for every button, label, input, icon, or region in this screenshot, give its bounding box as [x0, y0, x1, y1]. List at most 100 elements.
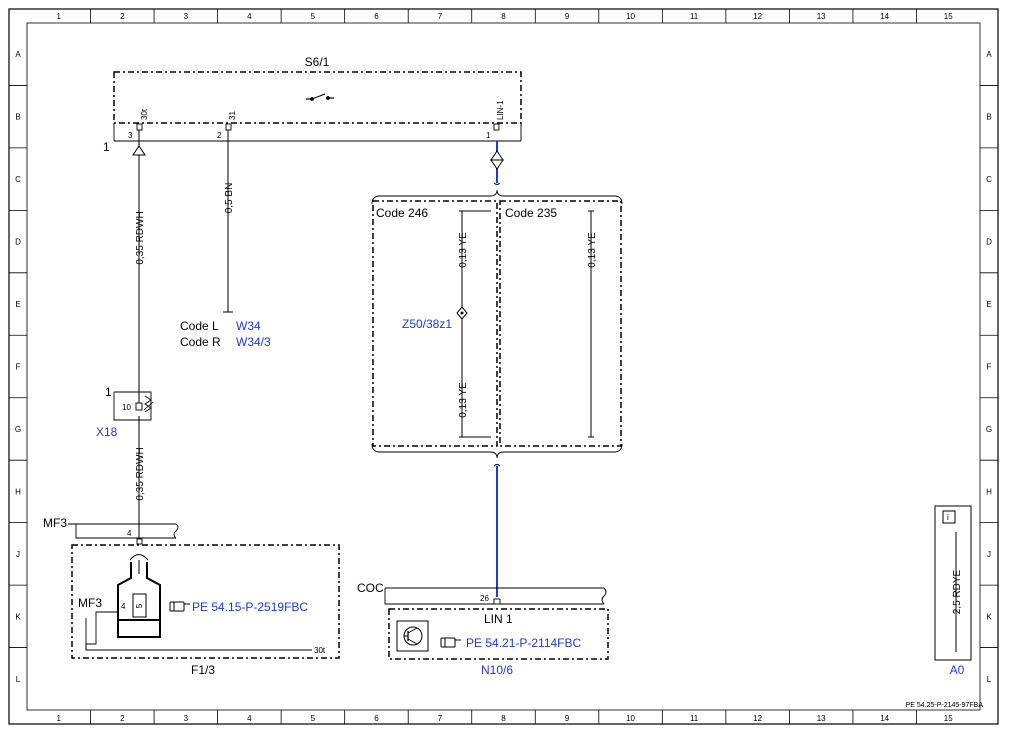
wire-ye-2-label: 0,13 YE [458, 382, 469, 418]
wire-bn-label: 0,5 BN [224, 183, 235, 214]
info-icon[interactable] [942, 510, 956, 524]
grid-column-label: 13 [817, 12, 826, 21]
grid-column-label: 11 [690, 12, 699, 21]
grid-row-label: H [15, 487, 21, 496]
grid-column-label: 5 [311, 714, 316, 723]
wire-bn: 0,5 BN [223, 130, 235, 313]
hand-pointer-icon [440, 637, 461, 648]
s6-1-row-marker: 1 [103, 140, 110, 154]
s6-1-pin-1: 1 LIN-1 [486, 100, 505, 140]
wire-ye-3-label: 0,13 YE [587, 232, 598, 268]
grid-row-label: G [15, 425, 21, 434]
grid-column-label: 12 [753, 12, 762, 21]
f1-3-fuse-num: 4 [121, 602, 126, 611]
f1-3-bus-label: MF3 [43, 516, 67, 530]
grid-row-label: F [16, 363, 21, 372]
info-icon-glyph: i [947, 513, 949, 522]
grid-row-label: L [16, 675, 21, 684]
fuse-icon [132, 593, 147, 618]
grid-row-label: K [986, 612, 992, 621]
s6-1-pin-2: 2 31 [217, 111, 237, 140]
hand-pointer-icon [169, 601, 190, 612]
svg-text:3: 3 [128, 131, 133, 140]
n10-6-label[interactable]: N10/6 [481, 663, 513, 677]
grid-row-label: A [986, 50, 992, 59]
grid-column-label: 12 [753, 714, 762, 723]
control-unit-icon [396, 620, 429, 652]
n10-6-pin: 26 [480, 594, 489, 603]
grid-row-label: D [986, 238, 992, 247]
grid-column-label: 10 [626, 12, 635, 21]
switch-icon [306, 93, 334, 101]
grid-column-label: 3 [184, 714, 189, 723]
svg-text:31: 31 [228, 111, 237, 120]
grid-row-label: H [986, 487, 992, 496]
grid-column-label: 13 [817, 714, 826, 723]
grid-column-label: 6 [374, 12, 379, 21]
grid-row-label: G [986, 425, 992, 434]
s6-1-label: S6/1 [305, 55, 330, 69]
grid-row-label: J [987, 550, 991, 559]
svg-text:30t: 30t [140, 108, 149, 120]
grid-column-label: 15 [944, 12, 953, 21]
grid-column-label: 2 [120, 714, 125, 723]
f1-3-pin: 4 [127, 529, 132, 538]
grid-column-label: 3 [184, 12, 189, 21]
grid-row-label: K [15, 612, 21, 621]
x18-label[interactable]: X18 [96, 425, 118, 439]
code-r-label: Code R [180, 335, 221, 349]
grid-column-label: 11 [690, 714, 699, 723]
grid-row-label: E [986, 300, 991, 309]
component-a0: i 2,5 RDYE A0 [934, 505, 972, 677]
grid-column-label: 4 [247, 714, 252, 723]
n10-6-signal: LIN 1 [484, 612, 513, 626]
svg-text:1: 1 [486, 131, 491, 140]
code-references: Code L W34 Code R W34/3 [180, 319, 271, 349]
code-246-title: Code 246 [376, 206, 428, 220]
grid-column-label: 4 [247, 12, 252, 21]
f1-3-ref-link[interactable]: PE 54.15-P-2519FBC [192, 600, 308, 614]
wire-rdwh-lower-label: 0,35 RDWH [135, 447, 146, 500]
grid-row-label: C [15, 175, 21, 184]
grid-column-label: 1 [57, 714, 62, 723]
grid-row-label: A [15, 50, 21, 59]
grid-column-label: 15 [944, 714, 953, 723]
component-f1-3: MF3 4 4 5 MF3 30t PE 54.15-P-2519FBC F1/… [43, 516, 340, 677]
f1-3-fuse-value: 5 [135, 603, 144, 608]
grid-column-label: 1 [57, 12, 62, 21]
grid-row-label: B [15, 113, 20, 122]
grid-column-label: 7 [438, 12, 443, 21]
component-s6-1: S6/1 1 3 30t 2 31 1 LIN-1 [103, 55, 522, 154]
drawing-frame [8, 8, 999, 725]
code-l-ref[interactable]: W34 [236, 319, 261, 333]
f1-3-terminal: 30t [314, 646, 326, 655]
n10-6-bus-label: COC [357, 581, 384, 595]
grid-row-label: D [15, 238, 21, 247]
grid-column-label: 9 [565, 12, 570, 21]
splice-label[interactable]: Z50/38z1 [402, 317, 452, 331]
grid-row-label: J [16, 550, 20, 559]
grid-column-label: 10 [626, 714, 635, 723]
code-box: Code 246 Code 235 0,13 YE 0,13 YE Z50/38… [371, 141, 623, 597]
grid-column-label: 8 [501, 714, 506, 723]
f1-3-label: F1/3 [191, 663, 215, 677]
x18-pin: 10 [122, 403, 131, 412]
x18-marker: 1 [105, 385, 112, 399]
svg-text:LIN-1: LIN-1 [496, 100, 505, 120]
code-r-ref[interactable]: W34/3 [236, 335, 271, 349]
a0-label[interactable]: A0 [950, 663, 965, 677]
grid-column-label: 5 [311, 12, 316, 21]
n10-6-ref-link[interactable]: PE 54.21-P-2114FBC [466, 636, 582, 650]
grid-row-label: C [986, 175, 992, 184]
grid-column-label: 6 [374, 714, 379, 723]
wire-rdwh-upper-label: 0,35 RDWH [135, 211, 146, 264]
grid-row-label: B [986, 113, 991, 122]
grid-row-label: L [987, 675, 992, 684]
wire-ye-1-label: 0,13 YE [458, 232, 469, 268]
a0-wire-label: 2,5 RDYE [952, 569, 963, 614]
f1-3-inner-label: MF3 [78, 596, 102, 610]
grid-row-label: F [987, 363, 992, 372]
component-n10-6: COC 26 LIN 1 PE 54.21-P-2114FBC N10/6 [357, 581, 609, 677]
grid-labels: 1122334455667788991010111112121313141415… [15, 12, 992, 723]
